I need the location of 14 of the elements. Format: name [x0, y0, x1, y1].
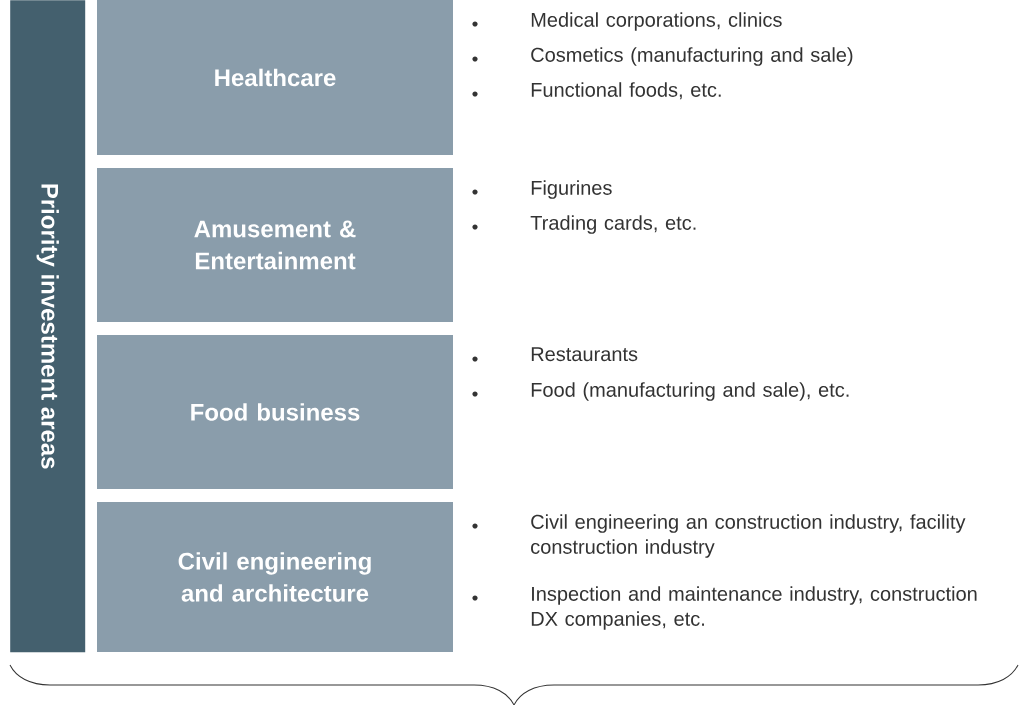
list-item: Restaurants [531, 347, 638, 362]
list-item: Food (manufacturing and sale), etc. [531, 382, 849, 401]
vertical-band: Priority investment areas [10, 0, 86, 653]
category-box: Amusement & Entertainment [97, 168, 453, 322]
category-box: Civil engineering and architecture [97, 502, 453, 652]
list-item: Trading cards, etc. [530, 215, 696, 234]
list-item: Inspection and maintenance industry, construction DX companies, etc. [531, 586, 977, 630]
list-item: Figurines [531, 180, 612, 199]
list-item: Civil engineering an construction industry, facility construction industry [531, 514, 966, 558]
category-box: Healthcare [97, 0, 453, 155]
list-item: Medical corporations, clinics [531, 12, 782, 31]
list-item: Functional foods, etc. [531, 82, 721, 100]
list-item: Cosmetics (manufacturing and sale) [531, 47, 853, 66]
category-box: Food business [97, 335, 453, 489]
